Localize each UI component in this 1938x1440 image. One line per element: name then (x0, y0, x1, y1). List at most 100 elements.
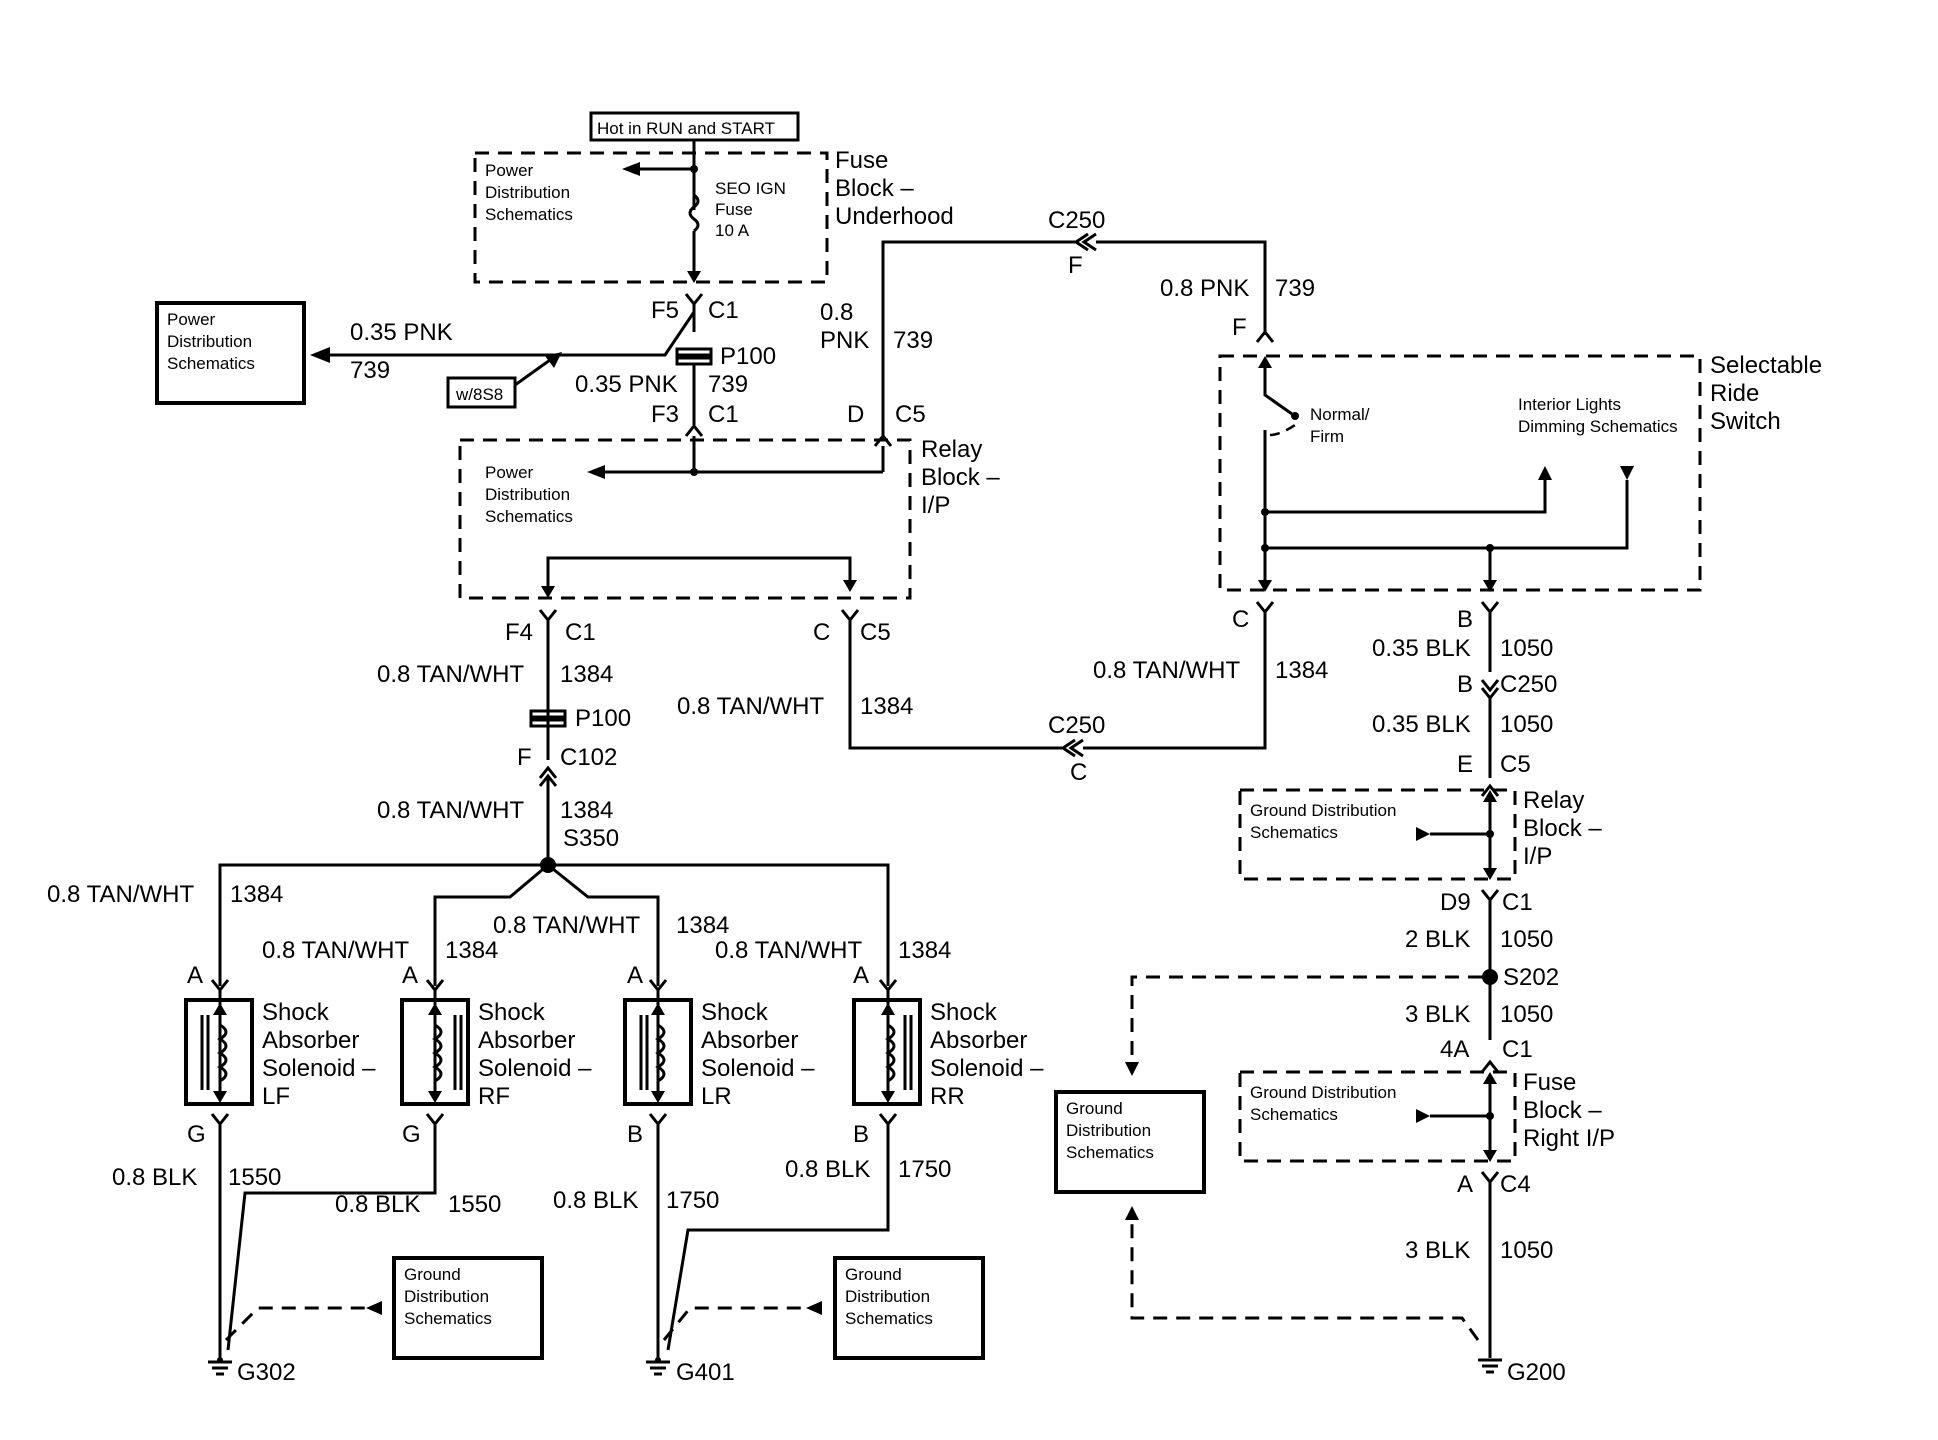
solenoid-rf-title: Shock Absorber Solenoid – RF (478, 999, 592, 1110)
ground-g401-icon (646, 1357, 670, 1376)
splice-s202 (1482, 969, 1498, 985)
relay-block-ip-box (458, 438, 912, 600)
wire-tw6: 0.8 TAN/WHT (262, 937, 409, 964)
wire-pnk-08-n: 739 (893, 327, 933, 354)
interior-lights-ref: Interior Lights Dimming Schematics (1518, 395, 1678, 436)
wire-blk2: 0.35 BLK (1372, 711, 1471, 738)
wire-g1: 0.8 BLK (112, 1164, 197, 1191)
conn-c1d: C1 (1502, 889, 1533, 916)
fuse-block-underhood-ref: Power Distribution Schematics (485, 161, 573, 224)
arrow-left-icon (310, 347, 330, 363)
wire-blk4-n: 1050 (1500, 1001, 1553, 1028)
svg-text:G: G (187, 1121, 206, 1148)
svg-text:10 A: 10 A (715, 221, 750, 240)
conn-fb: F (1232, 314, 1247, 341)
svg-text:Selectable: Selectable (1710, 352, 1822, 379)
wire-blk4: 3 BLK (1405, 1001, 1470, 1028)
svg-text:SEO IGN: SEO IGN (715, 179, 786, 198)
conn-c1c: C1 (565, 619, 596, 646)
ground-g302-icon (208, 1357, 232, 1376)
wire-blk1: 0.35 BLK (1372, 635, 1471, 662)
svg-text:G: G (402, 1121, 421, 1148)
svg-text:Shock: Shock (478, 999, 546, 1026)
svg-text:Fuse: Fuse (715, 200, 753, 219)
conn-fa: F (1068, 252, 1083, 279)
svg-text:Ground Distribution: Ground Distribution (1250, 801, 1396, 820)
ground-g200-icon (1478, 1358, 1502, 1374)
svg-text:Underhood: Underhood (835, 203, 954, 230)
svg-text:Interior Lights: Interior Lights (1518, 395, 1621, 414)
wire-blk3-n: 1050 (1500, 926, 1553, 953)
svg-text:RR: RR (930, 1083, 965, 1110)
conn-f3: F3 (651, 401, 679, 428)
wire-g4-n: 1750 (898, 1156, 951, 1183)
conn-e: E (1457, 751, 1473, 778)
svg-text:Schematics: Schematics (845, 1309, 933, 1328)
wire-tw7-n: 1384 (676, 912, 729, 939)
svg-text:Ground: Ground (1066, 1099, 1123, 1118)
relay-block-ip-ref: Power Distribution Schematics (485, 463, 573, 526)
wire-pnk-right: 0.8 PNK (1160, 275, 1249, 302)
svg-text:Solenoid –: Solenoid – (930, 1055, 1044, 1082)
conn-4a: 4A (1440, 1036, 1469, 1063)
wire-blk2-n: 1050 (1500, 711, 1553, 738)
wire-tw4-n: 1384 (860, 693, 913, 720)
wire-blk3: 2 BLK (1405, 926, 1470, 953)
svg-text:Right I/P: Right I/P (1523, 1125, 1615, 1152)
wire-pnk-08b: PNK (820, 327, 869, 354)
conn-cb: C (1070, 759, 1087, 786)
svg-text:Absorber: Absorber (478, 1027, 575, 1054)
svg-text:Distribution: Distribution (845, 1287, 930, 1306)
svg-text:Distribution: Distribution (485, 183, 570, 202)
wire-tw1-n: 1384 (560, 661, 613, 688)
wire-g2: 0.8 BLK (335, 1191, 420, 1218)
wire-blk5-n: 1050 (1500, 1237, 1553, 1264)
conn-f4: F4 (505, 619, 533, 646)
fuse-label: SEO IGN Fuse 10 A (715, 179, 786, 240)
wire-tw4: 0.8 TAN/WHT (677, 693, 824, 720)
ground-g401: G401 (676, 1359, 735, 1386)
conn-c250a: C250 (1048, 207, 1105, 234)
relay-block-ip-title: Relay Block – I/P (921, 436, 1000, 519)
solenoid-lf-title: Shock Absorber Solenoid – LF (262, 999, 376, 1110)
conn-c1b: C1 (708, 401, 739, 428)
svg-text:RF: RF (478, 1083, 510, 1110)
svg-text:Absorber: Absorber (930, 1027, 1027, 1054)
svg-text:Shock: Shock (701, 999, 769, 1026)
svg-text:Fuse: Fuse (1523, 1069, 1576, 1096)
wire-tw8: 0.8 TAN/WHT (715, 937, 862, 964)
svg-text:Distribution: Distribution (485, 485, 570, 504)
svg-text:I/P: I/P (921, 492, 950, 519)
fuse-block-right-ref: Ground Distribution Schematics (1250, 1083, 1396, 1124)
ride-switch-mode-label: Normal/ Firm (1310, 405, 1370, 446)
svg-text:Schematics: Schematics (485, 205, 573, 224)
wire-pnk-mid-n: 739 (708, 371, 748, 398)
svg-text:Block –: Block – (1523, 1097, 1602, 1124)
wire-tw2-n: 1384 (560, 797, 613, 824)
solenoid-lr-title: Shock Absorber Solenoid – LR (701, 999, 815, 1110)
conn-f: F (517, 744, 532, 771)
wire-blk1-n: 1050 (1500, 635, 1553, 662)
conn-b1: B (1457, 606, 1473, 633)
svg-text:Solenoid –: Solenoid – (262, 1055, 376, 1082)
wire-tw8-n: 1384 (898, 937, 951, 964)
ride-switch-title: Selectable Ride Switch (1710, 352, 1822, 435)
wire-tw3: 0.8 TAN/WHT (1093, 657, 1240, 684)
svg-text:A: A (187, 962, 203, 989)
svg-text:B: B (627, 1121, 643, 1148)
relay-block-ground-title: Relay Block – I/P (1523, 787, 1602, 870)
svg-text:Absorber: Absorber (701, 1027, 798, 1054)
svg-text:LR: LR (701, 1083, 732, 1110)
svg-text:Block –: Block – (921, 464, 1000, 491)
fuse-icon (688, 193, 700, 233)
conn-c102: C102 (560, 744, 617, 771)
wire-tw2: 0.8 TAN/WHT (377, 797, 524, 824)
wire-tw5: 0.8 TAN/WHT (47, 881, 194, 908)
svg-text:Distribution: Distribution (167, 332, 252, 351)
wire-tw3-n: 1384 (1275, 657, 1328, 684)
w8s8-box (446, 376, 517, 409)
conn-p100b: P100 (575, 705, 631, 732)
ground-box-center-right-text: Ground Distribution Schematics (1066, 1099, 1154, 1162)
svg-text:Fuse: Fuse (835, 147, 888, 174)
svg-text:Distribution: Distribution (1066, 1121, 1151, 1140)
